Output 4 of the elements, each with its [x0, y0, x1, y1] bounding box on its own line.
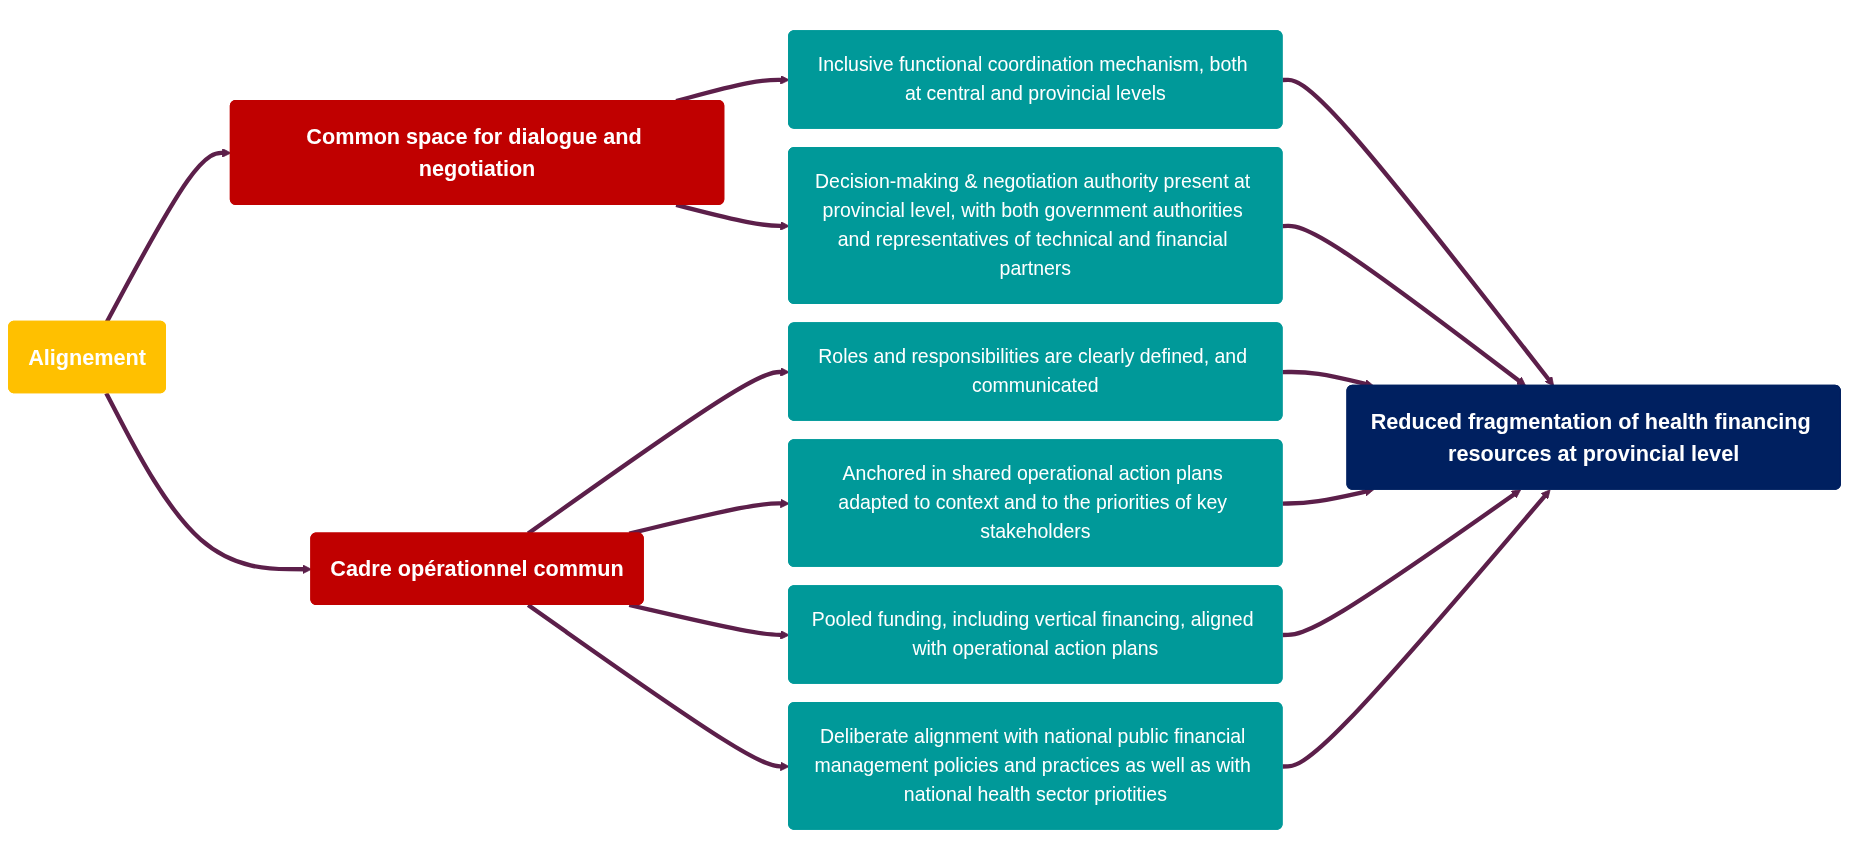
arrow — [1282, 489, 1522, 638]
arrow — [1282, 489, 1551, 769]
arrow — [1282, 223, 1527, 387]
arrow — [1282, 77, 1555, 387]
